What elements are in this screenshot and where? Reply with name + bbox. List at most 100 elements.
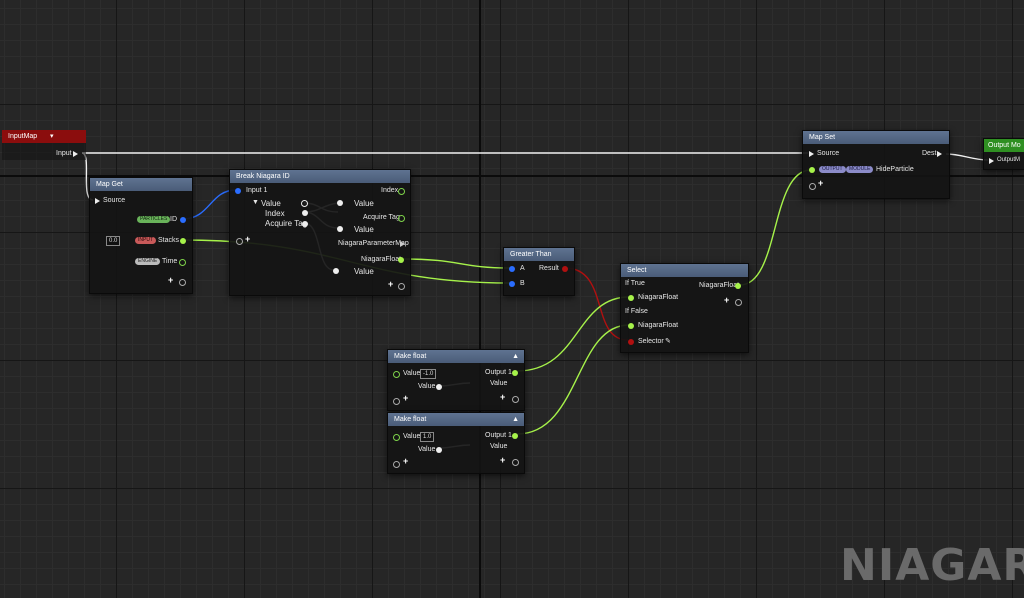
make-float-2-inner-value-label: Value [418, 446, 436, 453]
input-map-header[interactable]: InputMap ▾ [2, 130, 86, 143]
break-index-out-pin[interactable] [398, 188, 405, 195]
make-float-2-add-in-pin[interactable] [393, 461, 400, 468]
make-float-2-header[interactable]: Make float ▲ [388, 413, 524, 426]
map-get-node[interactable]: Map Get Source PARTICLES ID 0.0 INPUT St… [89, 177, 193, 294]
break-value-pin[interactable] [301, 200, 308, 207]
wire-mf1-to-true [516, 296, 630, 372]
output-module-input-pin[interactable] [989, 158, 994, 164]
make-float-1-header[interactable]: Make float ▲ [388, 350, 524, 363]
greater-than-b-pin[interactable] [509, 281, 515, 287]
greater-than-a-pin[interactable] [509, 266, 515, 272]
break-input-pin[interactable] [235, 188, 241, 194]
make-float-2-value-in-pin[interactable] [393, 434, 400, 441]
make-float-2-inner-value-pin[interactable] [436, 447, 442, 453]
make-float-1-add-in-pin[interactable] [393, 398, 400, 405]
add-pin-icon[interactable]: + [245, 234, 251, 244]
make-float-1-output-pin[interactable] [512, 370, 518, 376]
select-true-pin[interactable] [628, 295, 634, 301]
make-float-1-value-field[interactable]: -1.0 [420, 369, 437, 379]
make-float-1-inner-value-pin[interactable] [436, 384, 442, 390]
select-out-pin[interactable] [735, 283, 741, 289]
greater-than-b-label: B [520, 280, 525, 287]
map-set-title: Map Set [809, 134, 836, 141]
caret-down-icon[interactable]: ▾ [50, 133, 54, 140]
select-false-pin-label: NiagaraFloat [638, 322, 679, 329]
output-module-node[interactable]: Output Mo OutputM [983, 138, 1024, 170]
collapse-chevron-icon[interactable]: ▲ [512, 353, 519, 360]
greater-than-header[interactable]: Greater Than [504, 248, 574, 261]
break-out-value-1-pin[interactable] [337, 200, 343, 206]
select-false-pin[interactable] [628, 323, 634, 329]
make-float-1-output-label: Output 1 [485, 369, 512, 376]
make-float-2-title: Make float [394, 416, 427, 423]
map-get-add-pin[interactable] [179, 279, 186, 286]
break-niagara-id-title: Break Niagara ID [236, 173, 290, 180]
pencil-icon[interactable]: ✎ [665, 338, 671, 345]
wire-mf2-to-false [516, 324, 630, 435]
map-get-time-pin[interactable] [179, 259, 186, 266]
expand-arrow-icon[interactable]: ▼ [252, 199, 259, 206]
select-node[interactable]: Select If True NiagaraFloat + NiagaraFlo… [620, 263, 749, 353]
break-out-float-label: NiagaraFloat [361, 256, 402, 263]
add-pin-icon[interactable]: + [500, 392, 506, 402]
map-set-node[interactable]: Map Set Source Dest OUTPUT MODULE HidePa… [802, 130, 950, 199]
map-get-id-label: ID [170, 216, 177, 223]
break-out-acquire-tag-pin[interactable] [398, 215, 405, 222]
add-pin-icon[interactable]: + [388, 279, 394, 289]
input-map-output-pin[interactable] [73, 151, 78, 157]
make-float-node-1[interactable]: Make float ▲ Value -1.0 Output 1 Value V… [387, 349, 525, 411]
break-out-value-3-pin[interactable] [333, 268, 339, 274]
break-niagara-id-header[interactable]: Break Niagara ID [230, 170, 410, 183]
greater-than-result-pin[interactable] [562, 266, 568, 272]
make-float-2-output-pin[interactable] [512, 433, 518, 439]
break-out-param-map-pin[interactable] [400, 241, 405, 247]
greater-than-result-label: Result [539, 265, 559, 272]
make-float-2-value-field[interactable]: 1.0 [420, 432, 435, 442]
wire-float-to-a [402, 258, 511, 269]
add-pin-icon[interactable]: + [403, 393, 409, 403]
map-set-dest-pin[interactable] [937, 151, 942, 157]
map-set-source-pin[interactable] [809, 151, 814, 157]
make-float-2-value-label: Value [403, 433, 421, 440]
make-float-2-add-out-pin[interactable] [512, 459, 519, 466]
make-float-2-out-value-label: Value [490, 443, 508, 450]
stacks-default-field[interactable]: 0.0 [106, 236, 121, 246]
break-add-out-pin[interactable] [398, 283, 405, 290]
make-float-1-title: Make float [394, 353, 427, 360]
select-true-pin-label: NiagaraFloat [638, 294, 679, 301]
add-pin-icon[interactable]: + [168, 275, 174, 285]
input-map-node[interactable]: InputMap ▾ Input [2, 130, 86, 160]
map-set-param-pin[interactable] [809, 167, 815, 173]
break-acquire-tag-pin[interactable] [302, 221, 308, 227]
break-out-value-2-pin[interactable] [337, 226, 343, 232]
map-get-source-pin[interactable] [95, 198, 100, 204]
map-set-add-pin[interactable] [809, 183, 816, 190]
collapse-chevron-icon[interactable]: ▲ [512, 416, 519, 423]
select-selector-pin[interactable] [628, 339, 634, 345]
select-header[interactable]: Select [621, 264, 748, 277]
graph-axis-vertical [479, 0, 481, 598]
map-set-header[interactable]: Map Set [803, 131, 949, 144]
add-pin-icon[interactable]: + [818, 178, 824, 188]
map-get-header[interactable]: Map Get [90, 178, 192, 191]
map-get-time-label: Time [162, 258, 178, 265]
break-out-float-pin[interactable] [398, 257, 404, 263]
break-add-in-pin[interactable] [236, 238, 243, 245]
add-pin-icon[interactable]: + [500, 455, 506, 465]
greater-than-node[interactable]: Greater Than A Result B [503, 247, 575, 296]
make-float-1-value-in-pin[interactable] [393, 371, 400, 378]
select-add-out-pin[interactable] [735, 299, 742, 306]
break-niagara-id-node[interactable]: Break Niagara ID Input 1 Index ▼ Value I… [229, 169, 411, 296]
output-module-header[interactable]: Output Mo [984, 139, 1024, 152]
input-map-title: InputMap [8, 133, 38, 140]
break-index-pin[interactable] [302, 210, 308, 216]
break-out-value-3-label: Value [354, 267, 374, 276]
make-float-1-add-out-pin[interactable] [512, 396, 519, 403]
map-get-id-pin[interactable] [180, 217, 186, 223]
make-float-node-2[interactable]: Make float ▲ Value 1.0 Output 1 Value Va… [387, 412, 525, 474]
map-get-stacks-pin[interactable] [180, 238, 186, 244]
add-pin-icon[interactable]: + [724, 295, 730, 305]
add-pin-icon[interactable]: + [403, 456, 409, 466]
greater-than-title: Greater Than [510, 251, 552, 258]
